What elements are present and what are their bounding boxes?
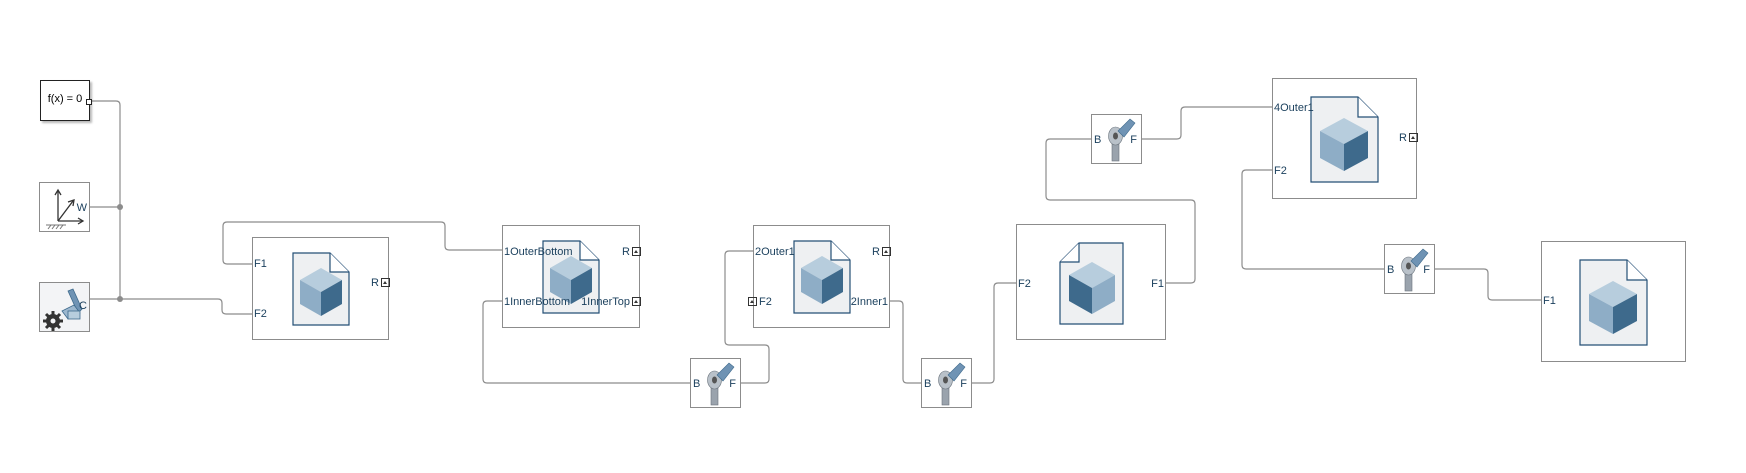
connection-solid3-inner1-joint2-b <box>889 300 921 384</box>
port-r: R <box>622 246 641 258</box>
connection-solid4-f1-joint3-b <box>1045 138 1196 284</box>
port-f: F <box>729 378 736 390</box>
junction-dot-mechanism <box>117 296 123 302</box>
port-1outerbottom: 1OuterBottom <box>504 246 573 258</box>
revolute-joint-block-1[interactable]: B F <box>690 358 741 408</box>
port-f: F <box>960 378 967 390</box>
port-f2: F2 <box>1018 278 1031 290</box>
port-b: B <box>1387 264 1395 276</box>
solver-port-dot <box>86 99 92 105</box>
file-solid-cube-icon <box>1059 242 1124 325</box>
port-r: R <box>1399 132 1418 144</box>
connection-solid1-f1-solid2-outerbottom <box>222 221 502 265</box>
file-solid-cube-icon <box>292 252 350 326</box>
connection-joint3-f-solid5-outer1 <box>1142 106 1272 140</box>
revolute-joint-icon <box>1401 248 1429 292</box>
connection-solver-bus <box>90 100 121 299</box>
junction-dot-world <box>117 204 123 210</box>
solid-block-5[interactable]: 4Outer1 F2 R <box>1272 78 1418 199</box>
port-1innertop: 1InnerTop <box>581 296 641 308</box>
connection-joint4-f-solid6-f1 <box>1434 268 1541 301</box>
solver-equation-label: f(x) = 0 <box>47 93 83 105</box>
solid-block-1[interactable]: F1 F2 R <box>252 237 390 340</box>
solid-block-2[interactable]: 1OuterBottom 1InnerBottom 1InnerTop R <box>502 225 641 328</box>
port-f1: F1 <box>254 258 267 270</box>
port-2outer1: 2Outer1 <box>755 246 795 258</box>
solid-block-3[interactable]: 2Outer1 F2 2Inner1 R <box>748 225 891 328</box>
revolute-joint-block-2[interactable]: B F <box>921 358 972 408</box>
file-solid-cube-icon <box>793 240 851 314</box>
revolute-joint-block-4[interactable]: B F <box>1384 244 1435 294</box>
connection-joint2-f-solid4-f2 <box>972 282 1016 384</box>
port-4outer1: 4Outer1 <box>1274 102 1314 114</box>
port-b: B <box>924 378 932 390</box>
port-f1: F1 <box>1151 278 1164 290</box>
port-r: R <box>371 277 390 289</box>
mechanism-port-c: C <box>79 300 87 312</box>
revolute-joint-icon <box>707 362 735 406</box>
connection-solid5-f2-joint4-b <box>1241 169 1384 270</box>
port-f2: F2 <box>748 296 772 308</box>
file-solid-cube-icon <box>1310 96 1379 183</box>
revolute-joint-icon <box>1108 118 1136 162</box>
port-f1: F1 <box>1543 295 1556 307</box>
port-b: B <box>693 378 701 390</box>
revolute-joint-icon <box>938 362 966 406</box>
world-port-w: W <box>76 202 87 214</box>
solver-configuration-block[interactable]: f(x) = 0 <box>40 80 92 121</box>
solid-block-6[interactable]: F1 <box>1541 241 1686 362</box>
port-2inner1: 2Inner1 <box>850 296 888 308</box>
port-f: F <box>1130 134 1137 146</box>
connection-solid2-innerbottom-joint1-b <box>482 300 690 384</box>
port-f2: F2 <box>254 308 267 320</box>
port-r: R <box>872 246 891 258</box>
file-solid-cube-icon <box>542 240 600 314</box>
mechanism-configuration-block[interactable]: C <box>39 282 90 332</box>
file-solid-cube-icon <box>1579 259 1648 346</box>
mechanism-configuration-robot-gear-icon <box>43 288 83 331</box>
revolute-joint-block-3[interactable]: B F <box>1091 114 1142 164</box>
connection-bus-solid1-f2 <box>120 298 252 315</box>
port-f: F <box>1423 264 1430 276</box>
port-b: B <box>1094 134 1102 146</box>
port-1innerbottom: 1InnerBottom <box>504 296 571 308</box>
world-frame-block[interactable]: W <box>39 182 90 232</box>
connection-joint1-f-solid3-outer1 <box>724 250 770 384</box>
port-f2: F2 <box>1274 165 1287 177</box>
world-frame-axes-icon <box>46 188 85 230</box>
solid-block-4[interactable]: F2 F1 <box>1016 224 1166 340</box>
